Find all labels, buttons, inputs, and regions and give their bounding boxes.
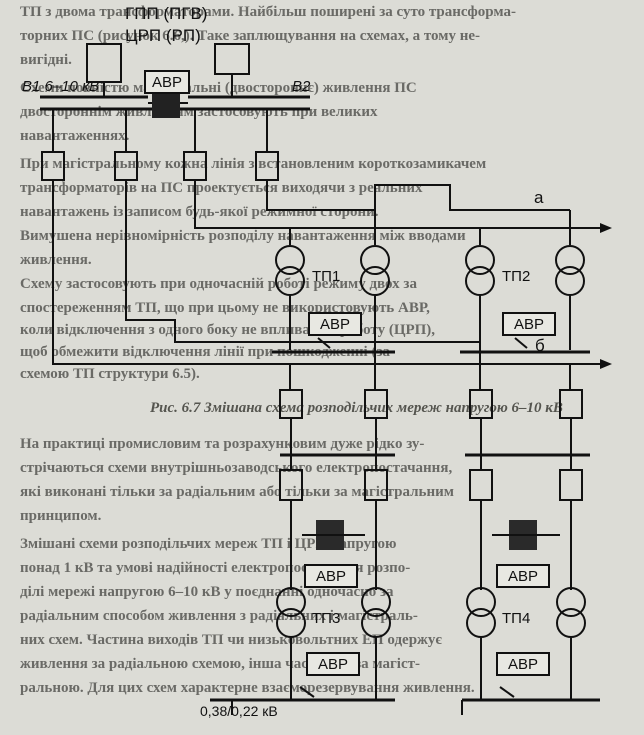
transformer-symbol <box>556 587 586 617</box>
background-text-line: трансформаторів на ПС проектується виход… <box>20 180 423 196</box>
feeder-cell-box <box>364 469 388 501</box>
feeder-cell-box <box>559 469 583 501</box>
feeder-cell-box <box>559 389 583 419</box>
substation-label-tp1: ТП1 <box>312 268 341 285</box>
avr-box: АВР <box>308 312 362 336</box>
avr-box: АВР <box>144 70 190 94</box>
source-label-crp: ЦРП (РП) <box>125 26 201 45</box>
avr-box: АВР <box>502 312 556 336</box>
bus-voltage-label: 6–10 кВ <box>44 78 100 95</box>
figure-caption: Рис. 6.7 Змішана схема розподільчих мере… <box>150 400 563 416</box>
substation-label-tp4: ТП4 <box>502 610 531 627</box>
transformer-symbol <box>360 245 390 275</box>
feeder-cell-box <box>255 151 279 181</box>
background-text-line: торних ПС (рисунок 6.6,). Таке заплющува… <box>20 28 480 44</box>
feeder-cell-box <box>469 469 493 501</box>
background-text-line: ТП з двома трансформаторами. Найбільш по… <box>20 4 516 20</box>
transformer-symbol <box>466 608 496 638</box>
bus-section-label-b1: В1 6–10 кВ <box>22 78 100 95</box>
feeder-cell-box <box>183 151 207 181</box>
background-text-line: ральною. Для цих схем характерне взаємор… <box>20 680 475 696</box>
background-text-line: Схеми повністю магістральні (двостороннє… <box>20 80 417 96</box>
background-text-line: радіальним способом живлення з радіальни… <box>20 608 418 624</box>
feeder-cell-box <box>86 43 122 83</box>
feeder-cell-box <box>279 389 303 419</box>
transformer-symbol <box>276 608 306 638</box>
feeder-cell-box <box>279 469 303 501</box>
line-label-a: а <box>534 188 544 207</box>
avr-box: АВР <box>304 564 358 588</box>
transformer-symbol <box>361 587 391 617</box>
feeder-cell-box <box>469 389 493 419</box>
background-text-line: ділі мережі напругою 6–10 кВ у поєднанні… <box>20 584 394 600</box>
transformer-symbol <box>466 587 496 617</box>
avr-box: АВР <box>496 652 550 676</box>
background-text-line: які виконані тільки за радіальним або ті… <box>20 484 454 500</box>
transformer-symbol <box>276 587 306 617</box>
transformer-symbol <box>555 245 585 275</box>
background-text-line: навантажень із записом будь-якої режимно… <box>20 204 379 220</box>
avr-box: АВР <box>496 564 550 588</box>
source-label-gpp: ГПП (ПГВ) <box>125 4 208 23</box>
feeder-cell-box <box>114 151 138 181</box>
background-text-line: навантаженнях. <box>20 128 130 144</box>
transformer-symbol <box>555 266 585 296</box>
background-text-line: них схем. Частина виходів ТП чи низьково… <box>20 632 442 648</box>
transformer-symbol <box>360 266 390 296</box>
bus-section-label-b2: В2 <box>292 78 311 95</box>
sectional-breaker-avr <box>152 90 180 118</box>
background-text-line: стрічаються схеми внутрішньозаводського … <box>20 460 453 476</box>
background-text-line: живлення. <box>20 252 92 268</box>
line-label-b: б <box>535 336 545 355</box>
substation-label-tp2: ТП2 <box>502 268 531 285</box>
feeder-cell-box <box>364 389 388 419</box>
transformer-symbol <box>556 608 586 638</box>
background-text-line: Схему застосовують при одночасній роботі… <box>20 276 417 292</box>
feeder-cell-box <box>214 43 250 75</box>
low-voltage-label: 0,38/0,22 кВ <box>200 703 278 719</box>
transformer-symbol <box>275 266 305 296</box>
transformer-symbol <box>465 266 495 296</box>
background-text-line: Змішані схеми розподільчих мереж ТП і ЦР… <box>20 536 397 552</box>
feeder-cell-box <box>41 151 65 181</box>
background-text-line: схемою ТП структури 6.5). <box>20 366 200 382</box>
transformer-symbol <box>275 245 305 275</box>
avr-box: АВР <box>306 652 360 676</box>
background-text-line: Вимушена нерівномірність розподілу наван… <box>20 228 466 244</box>
background-text-line: На практиці промисловим та розрахунковим… <box>20 436 425 452</box>
background-text-line: вигідні. <box>20 52 72 68</box>
substation-label-tp3: ТП3 <box>312 610 341 627</box>
transformer-symbol <box>361 608 391 638</box>
background-text-line: принципом. <box>20 508 102 524</box>
transformer-symbol <box>465 245 495 275</box>
background-text-line: щоб обмежити відключення лінії при пошко… <box>20 344 390 360</box>
